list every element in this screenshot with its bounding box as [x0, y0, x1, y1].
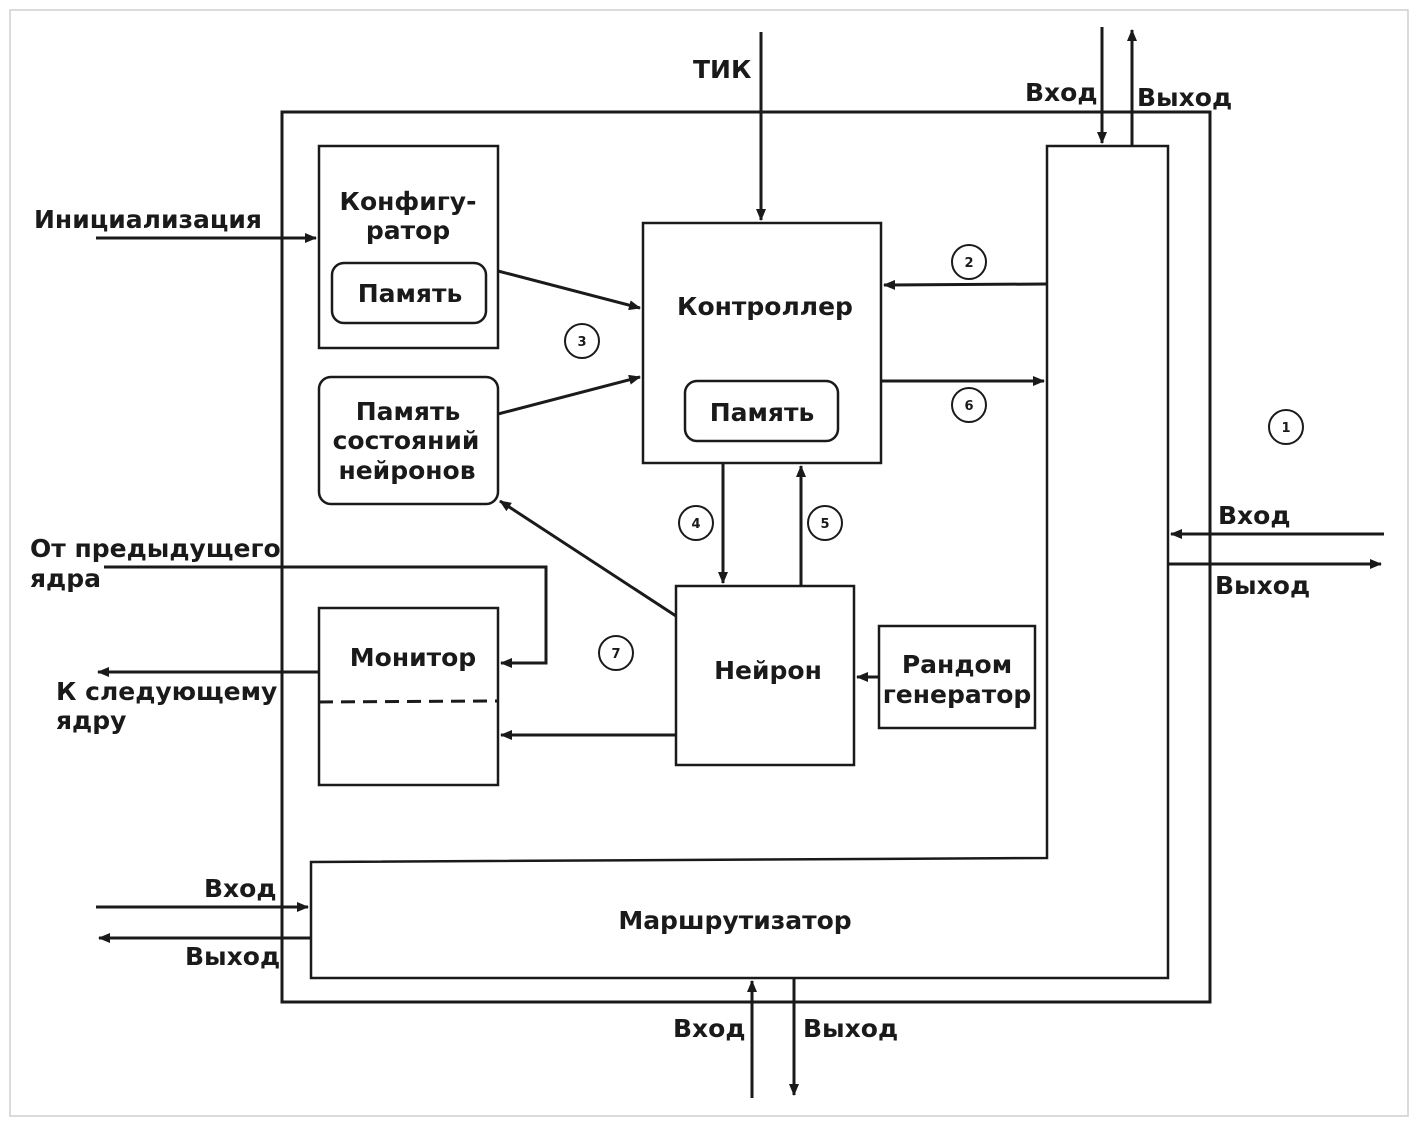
controller-memory-block	[683, 379, 840, 443]
prev-core-label-line2: ядра	[30, 564, 101, 593]
svg-text:3: 3	[577, 335, 586, 350]
svg-text:1: 1	[1281, 421, 1290, 436]
right-input-label: Вход	[1218, 501, 1291, 530]
arrow-state-memory-to-controller	[497, 374, 641, 416]
prev-core-label-line1: От предыдущего	[30, 534, 281, 563]
right-output-label: Выход	[1215, 571, 1310, 600]
configurator-memory-block	[330, 261, 488, 325]
bottom-input-label: Вход	[673, 1014, 746, 1043]
configurator-memory-label: Память	[358, 279, 463, 308]
router-block	[309, 144, 1170, 980]
svg-text:6: 6	[964, 399, 973, 414]
neuron-label: Нейрон	[714, 656, 822, 685]
configurator-label-line2: ратор	[366, 216, 450, 245]
bottom-output-label: Выход	[803, 1014, 898, 1043]
init-label: Инициализация	[34, 205, 262, 234]
monitor-block	[317, 606, 500, 787]
core-boundary	[280, 110, 1212, 1004]
random-generator-label-line2: генератор	[883, 680, 1032, 709]
controller-memory-label: Память	[710, 398, 815, 427]
neuron-block	[674, 584, 856, 767]
arrow-router-to-controller	[883, 279, 1048, 290]
configurator-label-line1: Конфигу-	[340, 187, 477, 216]
marker-5: 5	[807, 505, 843, 541]
next-core-label-line1: К следующему	[56, 677, 277, 706]
top-output-label: Выход	[1137, 83, 1232, 112]
marker-7: 7	[598, 635, 634, 671]
arrow-neuron-to-state-memory	[499, 499, 677, 618]
monitor-label: Монитор	[350, 643, 476, 672]
marker-1: 1	[1268, 409, 1304, 445]
picture-frame	[9, 9, 1409, 1117]
marker-6: 6	[951, 387, 987, 423]
marker-2: 2	[951, 244, 987, 280]
tick-label: ТИК	[693, 55, 752, 84]
svg-text:5: 5	[820, 517, 829, 532]
state-memory-block	[317, 375, 500, 506]
top-input-label: Вход	[1025, 78, 1098, 107]
svg-text:4: 4	[691, 517, 700, 532]
router-label: Маршрутизатор	[618, 906, 851, 935]
random-generator-label-line1: Рандом	[902, 650, 1012, 679]
state-memory-label-line3: нейронов	[338, 456, 475, 485]
marker-4: 4	[678, 505, 714, 541]
next-core-label-line2: ядру	[56, 706, 126, 735]
left-input-label: Вход	[204, 874, 277, 903]
marker-3: 3	[564, 323, 600, 359]
svg-text:2: 2	[964, 256, 973, 271]
state-memory-label-line1: Память	[356, 397, 461, 426]
svg-text:7: 7	[611, 647, 620, 662]
left-output-label: Выход	[185, 942, 280, 971]
arrow-configurator-to-controller	[497, 269, 641, 311]
controller-label: Контроллер	[677, 292, 853, 321]
arrow-prev-core-to-monitor	[104, 565, 548, 668]
monitor-divider	[318, 699, 499, 704]
state-memory-label-line2: состояний	[333, 426, 480, 455]
